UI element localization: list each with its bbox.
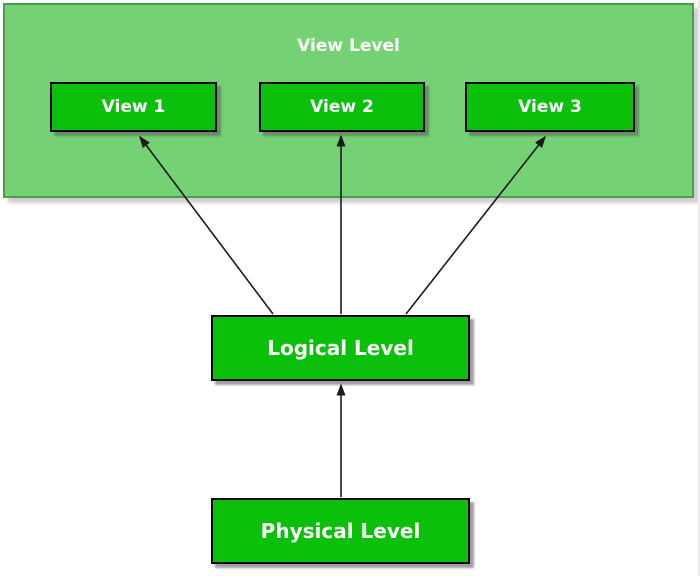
node-view2: View 2: [259, 82, 425, 132]
node-logical-level-label: Logical Level: [267, 336, 414, 360]
node-view3-label: View 3: [518, 97, 582, 117]
window-right-edge: [698, 0, 700, 576]
node-view3: View 3: [465, 82, 635, 132]
node-physical-level: Physical Level: [211, 498, 470, 564]
arrow-logical-to-view3: [405, 135, 546, 315]
node-view1-label: View 1: [101, 97, 166, 117]
node-physical-level-label: Physical Level: [260, 519, 421, 543]
arrow-logical-to-view1: [139, 135, 274, 315]
node-view2-label: View 2: [310, 97, 374, 117]
view-level-title: View Level: [297, 36, 400, 56]
node-view1: View 1: [50, 82, 217, 132]
node-logical-level: Logical Level: [211, 315, 470, 381]
